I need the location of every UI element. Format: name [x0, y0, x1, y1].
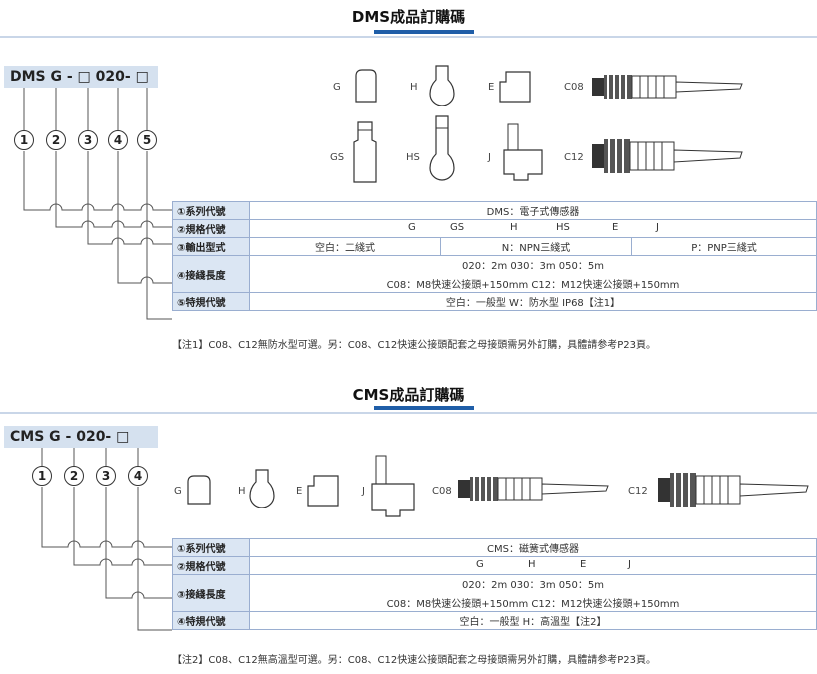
dms-note: 【注1】C08、C12無防水型可選。另：C08、C12快速公接頭配套之母接頭需另… — [172, 340, 656, 351]
cms-note: 【注2】C08、C12無高溫型可選。另：C08、C12快速公接頭配套之母接頭需另… — [172, 655, 656, 666]
cms-row-series: ①系列代號 CMS：磁簧式傳感器 — [172, 538, 817, 557]
dms-row-length: ④接綫長度 020：2m 030：3m 050：5m C08：M8快速公接頭+1… — [172, 255, 817, 293]
cms-circle-3: 3 — [96, 466, 116, 486]
connector-c08-icon — [592, 75, 743, 99]
output-value: P：PNP三綫式 — [631, 237, 817, 256]
dms-title-bar — [374, 30, 474, 34]
cms-order-code: CMS G - 020- □ — [4, 426, 158, 448]
dms-row-spec: ②規格代號 G GS H HS E J — [172, 219, 817, 238]
dms-row-header: ③輸出型式 — [172, 237, 250, 256]
cms-label-c12: C12 — [628, 486, 648, 497]
dms-row-value: DMS：電子式傳感器 — [249, 201, 817, 220]
sensor-j-icon — [371, 455, 415, 517]
length-line: 020：2m 030：3m 050：5m — [462, 261, 604, 272]
dms-row-header: ④接綫長度 — [172, 255, 250, 293]
sensor-hs-icon — [429, 115, 455, 181]
dms-row-special: ⑤特規代號 空白：一般型 W：防水型 IP68【注1】 — [172, 292, 817, 311]
spec-value: J — [656, 222, 659, 233]
cms-row-header: ③接綫長度 — [172, 574, 250, 612]
dms-spec-table: ①系列代號 DMS：電子式傳感器 ②規格代號 G GS H HS E J ③輸出… — [172, 201, 817, 311]
cms-divider — [0, 412, 817, 414]
cms-spec-table: ①系列代號 CMS：磁簧式傳感器 ②規格代號 G H E J ③接綫長度 020… — [172, 538, 817, 630]
sensor-g-icon — [187, 475, 211, 505]
spec-value: G — [476, 559, 484, 570]
dms-circle-3: 3 — [78, 130, 98, 150]
connector-c08-icon — [458, 477, 609, 501]
spec-value: H — [528, 559, 536, 570]
cms-label-e: E — [296, 486, 303, 497]
spec-value: J — [628, 559, 631, 570]
dms-label-gs: GS — [330, 152, 345, 163]
dms-row-series: ①系列代號 DMS：電子式傳感器 — [172, 201, 817, 220]
dms-row-output: ③輸出型式 空白：二綫式 N：NPN三綫式 P：PNP三綫式 — [172, 237, 817, 256]
cms-label-j: J — [362, 486, 365, 497]
connector-c12-icon — [658, 473, 809, 507]
dms-label-c12: C12 — [564, 152, 584, 163]
spec-value: G — [408, 222, 416, 233]
cms-row-length: ③接綫長度 020：2m 030：3m 050：5m C08：M8快速公接頭+1… — [172, 574, 817, 612]
dms-circle-4: 4 — [108, 130, 128, 150]
dms-circle-2: 2 — [46, 130, 66, 150]
cms-row-value: 020：2m 030：3m 050：5m C08：M8快速公接頭+150mm C… — [249, 574, 817, 612]
spec-value: H — [510, 222, 518, 233]
dms-circle-5: 5 — [137, 130, 157, 150]
sensor-gs-icon — [353, 121, 377, 183]
cms-row-header: ④特規代號 — [172, 611, 250, 630]
spec-value: E — [612, 222, 619, 233]
cms-title-bar — [374, 406, 474, 410]
cms-label-c08: C08 — [432, 486, 452, 497]
dms-label-hs: HS — [406, 152, 420, 163]
dms-row-header: ②規格代號 — [172, 219, 250, 238]
cms-row-value: 空白：一般型 H：高溫型【注2】 — [249, 611, 817, 630]
dms-divider — [0, 36, 817, 38]
spec-value: GS — [450, 222, 465, 233]
dms-label-e: E — [488, 82, 495, 93]
dms-order-code: DMS G - □ 020- □ — [4, 66, 158, 88]
sensor-j-icon — [503, 123, 543, 181]
cms-row-special: ④特規代號 空白：一般型 H：高溫型【注2】 — [172, 611, 817, 630]
cms-circle-1: 1 — [32, 466, 52, 486]
cms-row-value: CMS：磁簧式傳感器 — [249, 538, 817, 557]
cms-connector-lines — [41, 448, 172, 631]
dms-label-h: H — [410, 82, 418, 93]
sensor-e-icon — [499, 71, 531, 103]
dms-row-value: 020：2m 030：3m 050：5m C08：M8快速公接頭+150mm C… — [249, 255, 817, 293]
length-line: 020：2m 030：3m 050：5m — [462, 580, 604, 591]
spec-value: E — [580, 559, 587, 570]
dms-label-j: J — [488, 152, 491, 163]
sensor-e-icon — [307, 475, 339, 507]
output-value: 空白：二綫式 — [249, 237, 441, 256]
length-line: C08：M8快速公接頭+150mm C12：M12快速公接頭+150mm — [386, 280, 680, 291]
dms-row-header: ①系列代號 — [172, 201, 250, 220]
dms-row-value: 空白：一般型 W：防水型 IP68【注1】 — [249, 292, 817, 311]
dms-circle-1: 1 — [14, 130, 34, 150]
dms-row-value: G GS H HS E J — [249, 219, 817, 238]
dms-label-g: G — [333, 82, 341, 93]
cms-circle-2: 2 — [64, 466, 84, 486]
spec-value: HS — [556, 222, 570, 233]
cms-row-spec: ②規格代號 G H E J — [172, 556, 817, 575]
output-value: N：NPN三綫式 — [440, 237, 632, 256]
dms-connector-lines — [23, 88, 172, 320]
cms-title: CMS成品訂購碼 — [352, 386, 465, 404]
cms-label-h: H — [238, 486, 246, 497]
sensor-h-icon — [429, 65, 455, 106]
sensor-g-icon — [355, 69, 377, 103]
sensor-h-icon — [249, 469, 275, 508]
cms-row-value: G H E J — [249, 556, 817, 575]
dms-label-c08: C08 — [564, 82, 584, 93]
length-line: C08：M8快速公接頭+150mm C12：M12快速公接頭+150mm — [386, 599, 680, 610]
cms-row-header: ②規格代號 — [172, 556, 250, 575]
dms-row-header: ⑤特規代號 — [172, 292, 250, 311]
cms-label-g: G — [174, 486, 182, 497]
cms-circle-4: 4 — [128, 466, 148, 486]
dms-title: DMS成品訂購碼 — [351, 8, 466, 26]
cms-row-header: ①系列代號 — [172, 538, 250, 557]
connector-c12-icon — [592, 139, 743, 173]
